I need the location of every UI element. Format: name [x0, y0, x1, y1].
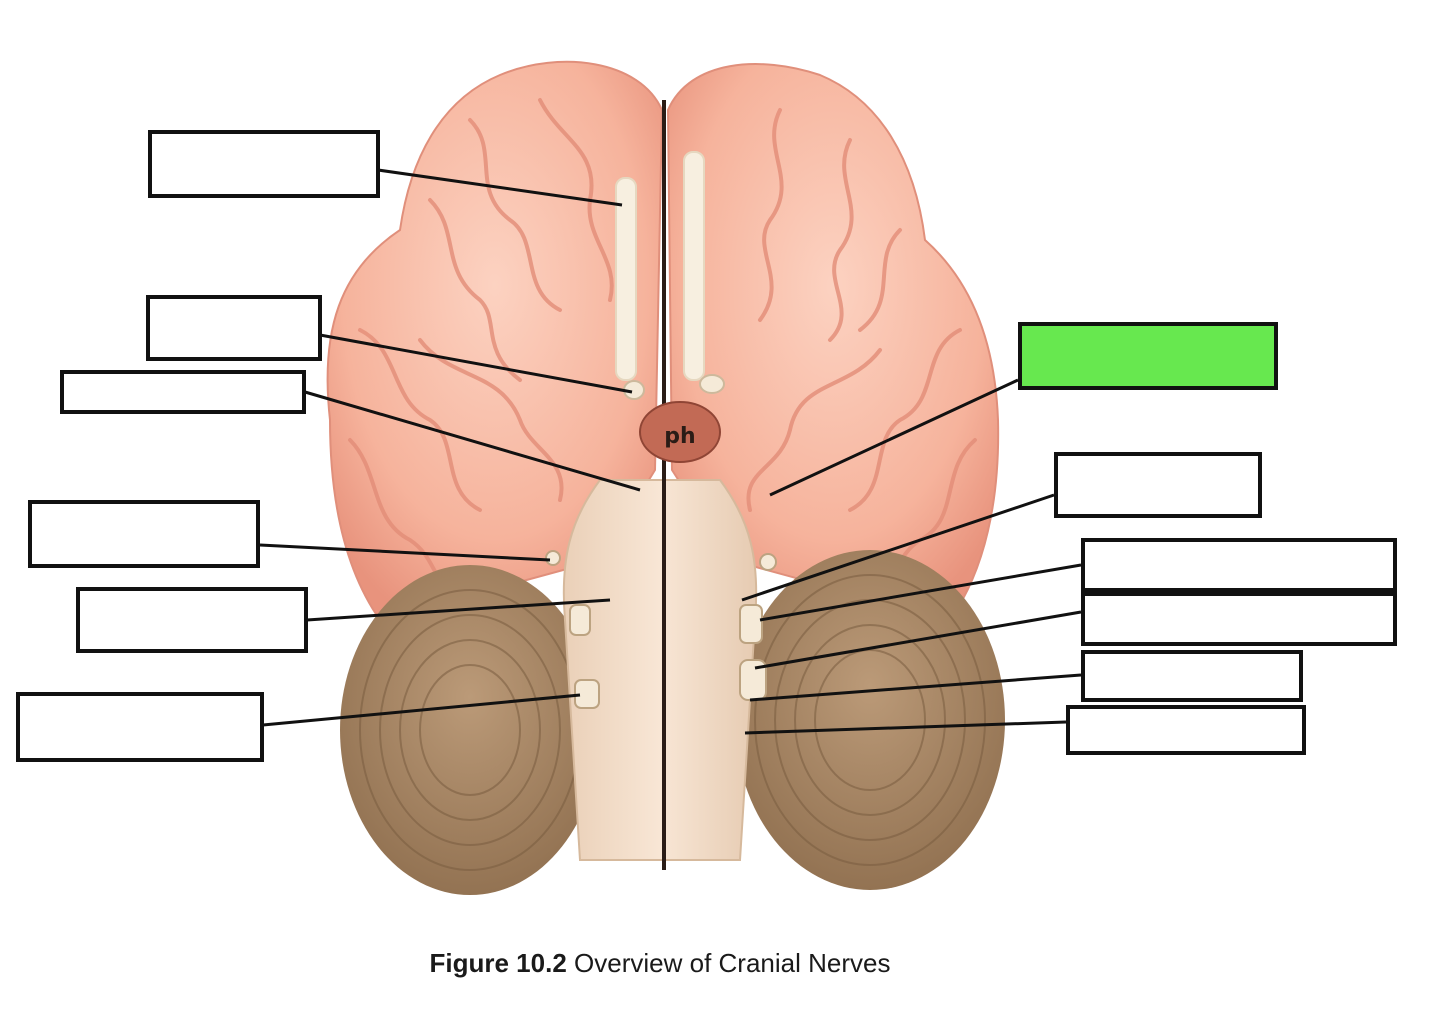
- figure-title: Overview of Cranial Nerves: [574, 948, 891, 978]
- nerve-roots: [545, 550, 777, 709]
- label-box-left-nerve-6[interactable]: [16, 692, 264, 762]
- label-box-right-nerve-6[interactable]: [1066, 705, 1306, 755]
- pituitary-gland: [639, 401, 721, 463]
- right-cerebral-hemisphere: [666, 63, 1000, 622]
- right-olfactory-tract: [683, 151, 705, 381]
- figure-caption: Figure 10.2 Overview of Cranial Nerves: [0, 948, 1320, 979]
- label-box-right-nerve-4[interactable]: [1081, 592, 1397, 646]
- label-box-right-nerve-5[interactable]: [1081, 650, 1303, 702]
- figure-number: Figure 10.2: [429, 948, 567, 978]
- label-box-olfactory-tract[interactable]: [148, 130, 380, 198]
- label-box-optic-nerve[interactable]: [60, 370, 306, 414]
- pituitary-marking: ph: [664, 424, 695, 449]
- label-box-right-nerve-2[interactable]: [1054, 452, 1262, 518]
- label-box-olfactory-bulb[interactable]: [146, 295, 322, 361]
- brainstem: [562, 479, 758, 861]
- label-box-left-nerve-4[interactable]: [28, 500, 260, 568]
- label-box-left-nerve-5[interactable]: [76, 587, 308, 653]
- left-cerebellar-hemisphere: [340, 565, 600, 895]
- left-olfactory-tract: [615, 177, 637, 381]
- label-box-right-nerve-3[interactable]: [1081, 538, 1397, 592]
- leader-lines: [259, 168, 1082, 735]
- cerebellar-folia: [359, 574, 986, 871]
- right-olfactory-bulb: [699, 374, 725, 394]
- label-box-right-highlighted[interactable]: [1018, 322, 1278, 390]
